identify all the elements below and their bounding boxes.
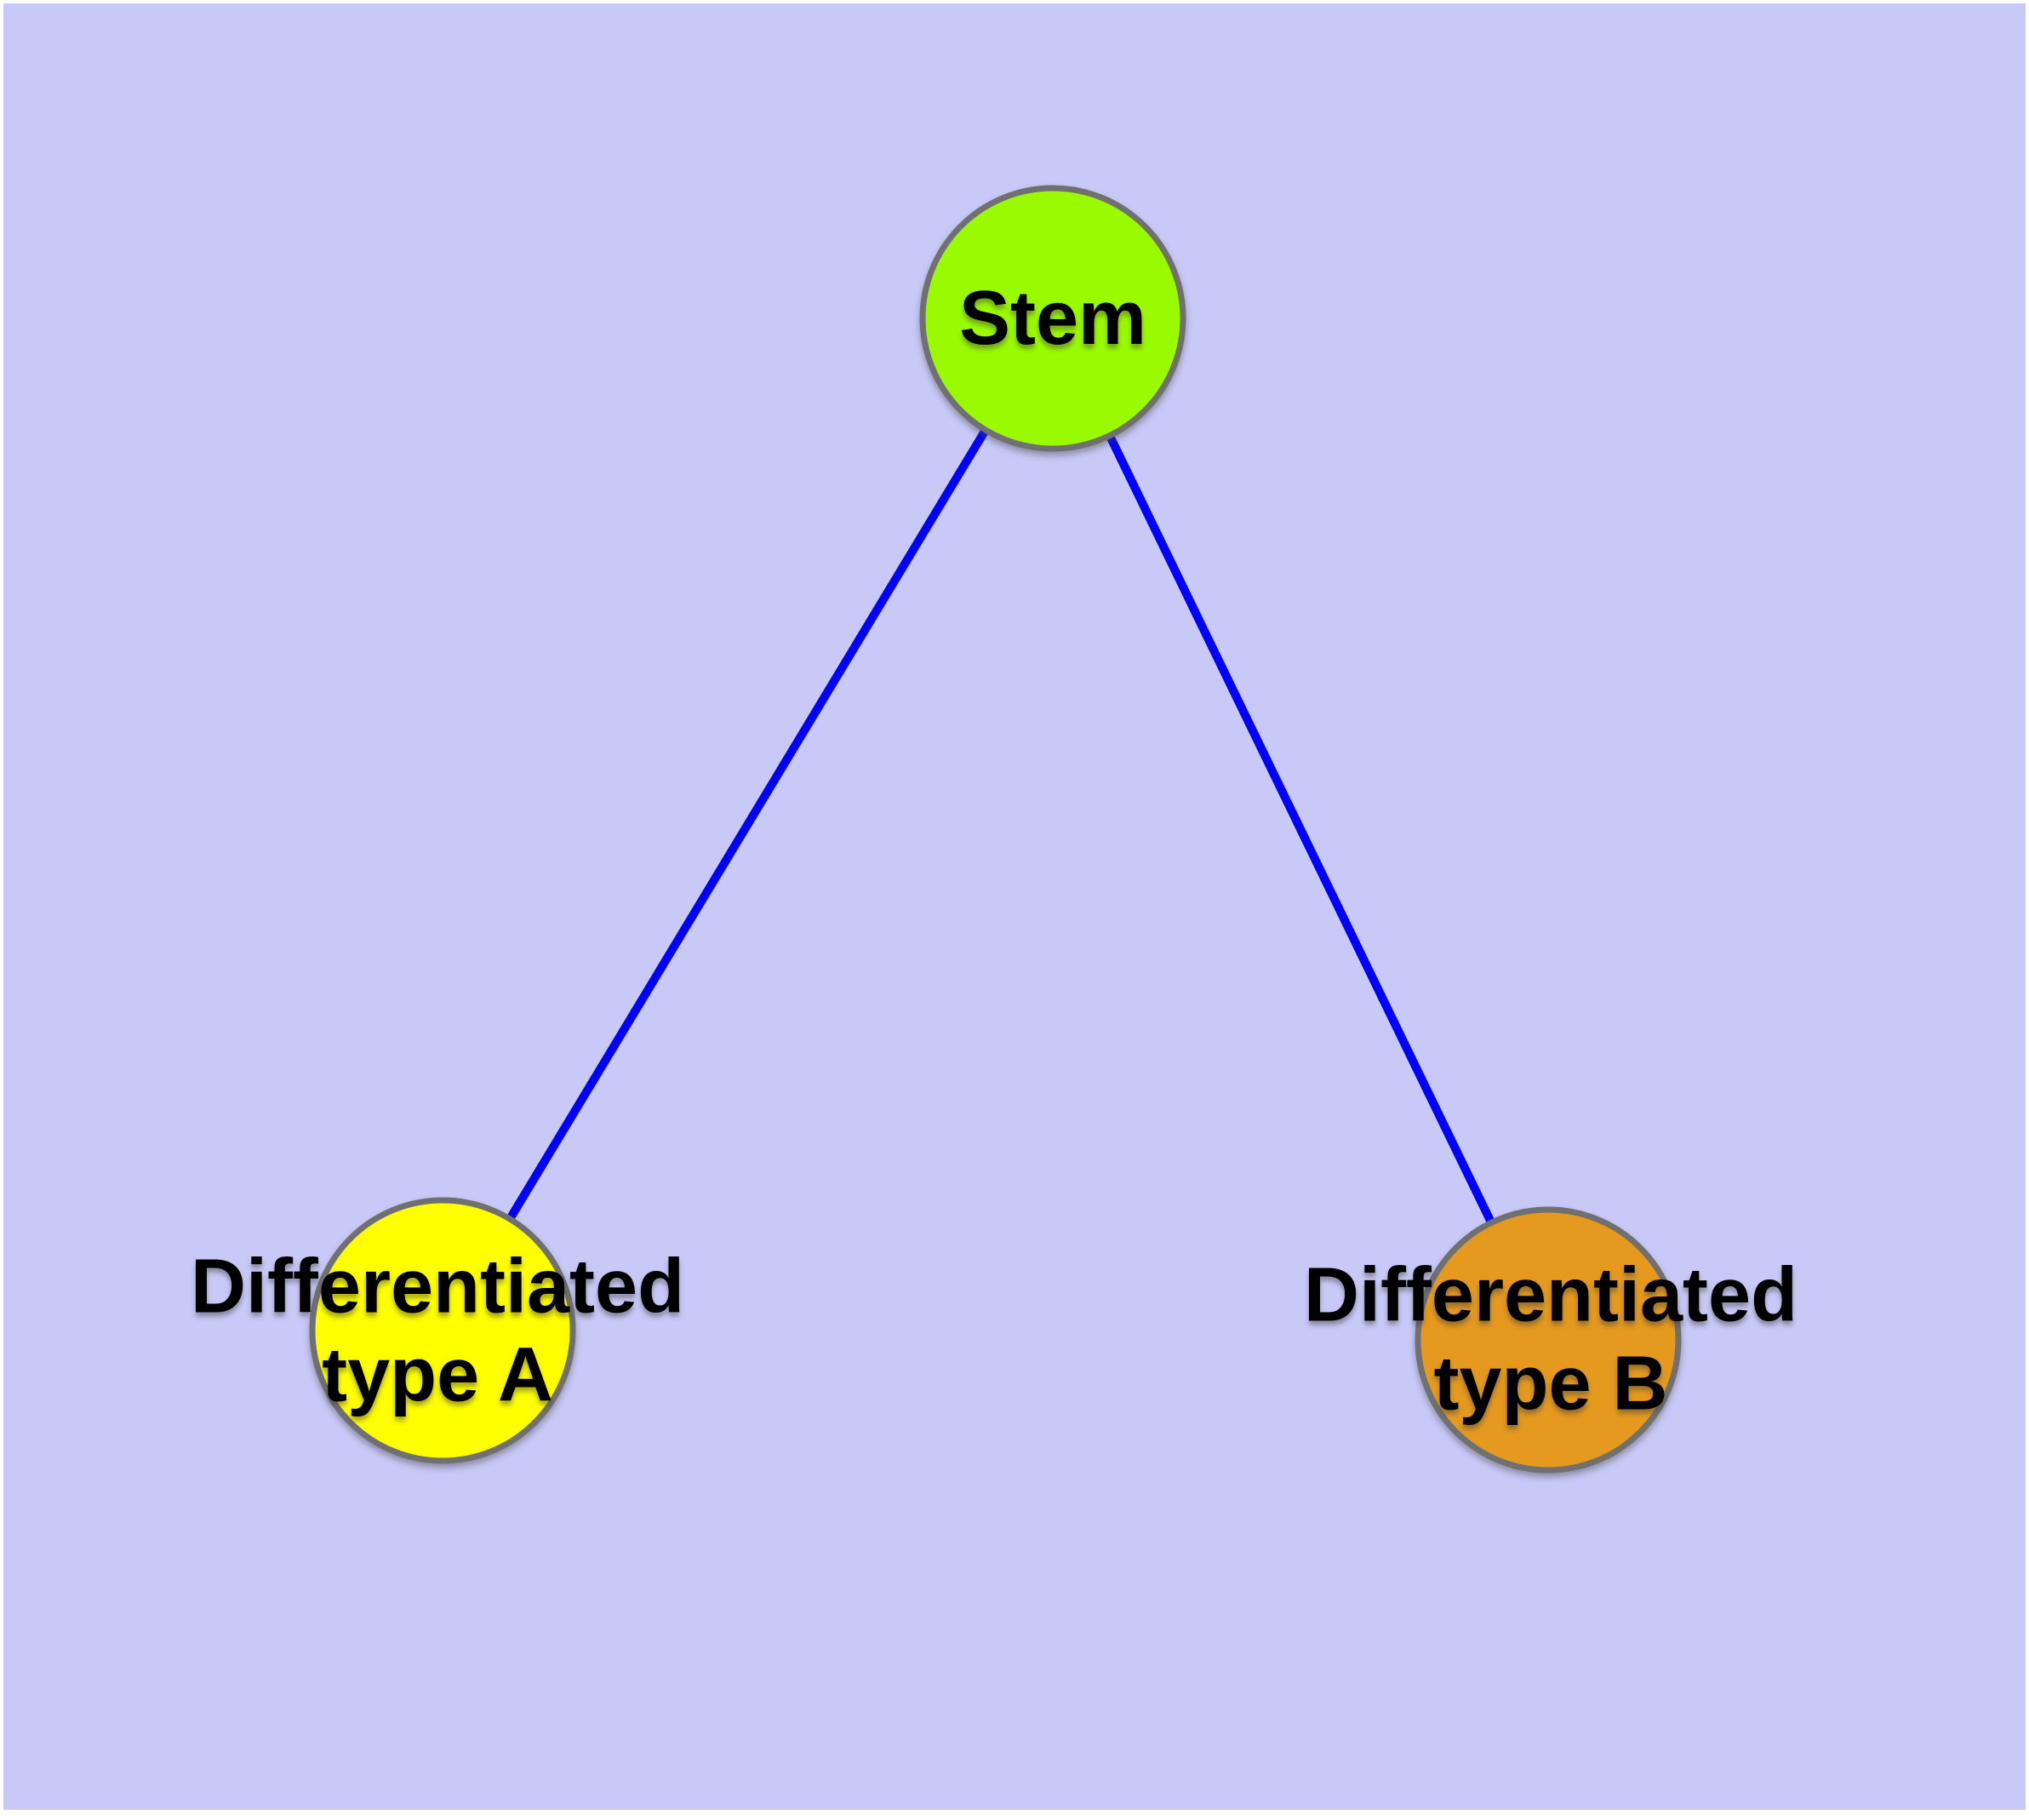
node-label-differentiated-type-a: Differentiated type A bbox=[191, 1243, 684, 1421]
node-label-type-a-line2: type A bbox=[322, 1333, 553, 1418]
node-label-type-b-line1: Differentiated bbox=[1303, 1252, 1798, 1338]
node-label-stem: Stem bbox=[959, 274, 1146, 363]
edge-stem-to-type-b bbox=[1049, 316, 1552, 1342]
node-label-differentiated-type-b: Differentiated type B bbox=[1304, 1251, 1798, 1429]
node-differentiated-type-b bbox=[1415, 1206, 1682, 1474]
node-stem bbox=[919, 185, 1186, 452]
node-label-type-a-line1: Differentiated bbox=[190, 1244, 685, 1330]
node-differentiated-type-a bbox=[309, 1197, 576, 1464]
edge-stem-to-type-a bbox=[438, 316, 1057, 1333]
node-label-stem-line1: Stem bbox=[958, 275, 1147, 361]
node-label-type-b-line2: type B bbox=[1433, 1342, 1668, 1427]
